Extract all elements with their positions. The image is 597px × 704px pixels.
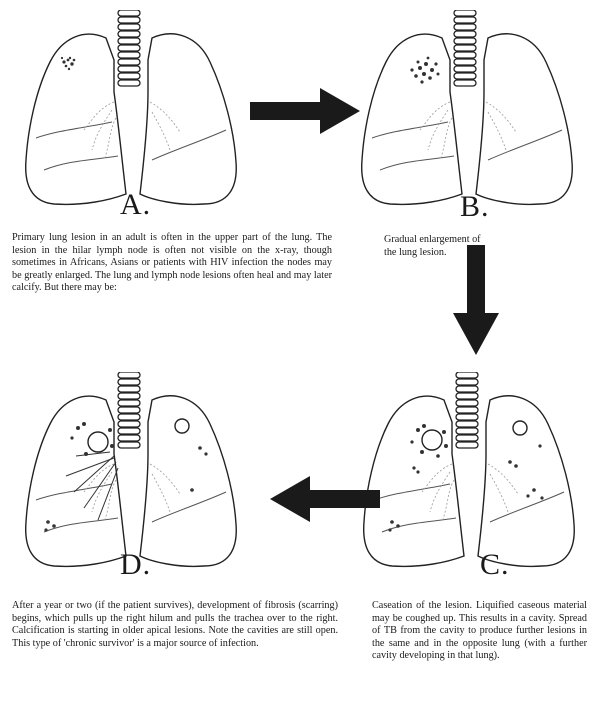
- primary-lesion: [61, 57, 75, 70]
- panel-c-label: C.: [480, 548, 510, 582]
- panel-b-lungs: [350, 10, 590, 210]
- panel-a-lungs: [14, 10, 254, 210]
- arrow-left-c-to-d: [270, 476, 380, 527]
- panel-d-label: D.: [120, 548, 151, 582]
- panel-a-label: A.: [120, 188, 151, 222]
- fibrosis-strands: [66, 452, 118, 520]
- panel-c-lungs: [352, 372, 592, 572]
- panel-b-label: B.: [460, 190, 490, 224]
- arrow-down-b-to-c: [453, 245, 499, 360]
- caption-c: Caseation of the lesion. Liquified caseo…: [372, 600, 587, 663]
- arrow-right-a-to-b: [250, 88, 360, 139]
- caption-d: After a year or two (if the patient surv…: [12, 600, 338, 650]
- caption-b: Gradual enlargement of the lung lesion.: [384, 234, 488, 259]
- enlarged-lesion: [410, 57, 439, 84]
- caption-a: Primary lung lesion in an adult is often…: [12, 232, 332, 295]
- panel-d-lungs: [14, 372, 254, 572]
